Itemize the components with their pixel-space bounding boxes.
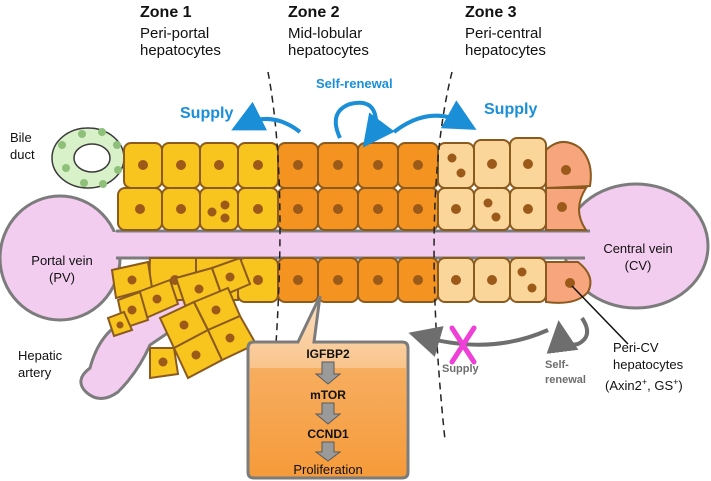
zone-2-title: Zone 2 bbox=[288, 4, 340, 21]
supply-right-label: Supply bbox=[484, 101, 537, 118]
pathway-proliferation: Proliferation bbox=[293, 462, 362, 477]
pathway-ccnd1: CCND1 bbox=[307, 427, 349, 441]
supply-left-arrow bbox=[231, 101, 302, 134]
cell-cluster-artery bbox=[106, 256, 258, 380]
self-renewal-bottom-label-1: Self- bbox=[545, 359, 569, 371]
zone-1-line1: Peri-portal bbox=[140, 25, 209, 42]
bile-duct-label-1: Bile bbox=[10, 130, 32, 145]
zone-2-header: Zone 2 Mid-lobular hepatocytes bbox=[288, 4, 369, 59]
zone-1-header: Zone 1 Peri-portal hepatocytes bbox=[140, 4, 221, 59]
pathway-arrow-2 bbox=[314, 402, 342, 425]
cell-row-middle bbox=[117, 187, 588, 231]
zone-1-line2: hepatocytes bbox=[140, 42, 221, 59]
blocked-supply-label: Supply bbox=[442, 363, 480, 375]
zone-3-line2: hepatocytes bbox=[465, 42, 546, 59]
pathway-arrow-3 bbox=[314, 441, 342, 462]
channel-fill bbox=[110, 232, 610, 257]
pathway-mtor: mTOR bbox=[310, 388, 346, 402]
zone-2-line1: Mid-lobular bbox=[288, 25, 362, 42]
cross-icon bbox=[449, 325, 477, 365]
signaling-callout: IGFBP2 mTOR CCND1 Proliferation bbox=[246, 295, 410, 480]
bile-duct bbox=[51, 127, 125, 189]
pathway-arrow-1 bbox=[314, 361, 342, 385]
zone-3-header: Zone 3 Peri-central hepatocytes bbox=[465, 4, 546, 59]
zone-3-line1: Peri-central bbox=[465, 25, 542, 42]
hepatic-artery-label-2: artery bbox=[18, 365, 52, 380]
zone-1-title: Zone 1 bbox=[140, 4, 192, 21]
pathway-igfbp2: IGFBP2 bbox=[306, 347, 350, 361]
self-renewal-bottom-arrow bbox=[546, 316, 590, 354]
cell-row-top bbox=[123, 137, 592, 190]
central-vein-label-1: Central vein bbox=[603, 241, 672, 256]
central-vein-label-2: (CV) bbox=[625, 258, 652, 273]
self-renewal-bottom-label-2: renewal bbox=[545, 374, 586, 386]
supply-right-arrow bbox=[392, 100, 477, 134]
blocked-supply-arrow bbox=[408, 326, 549, 357]
peri-cv-label-2: hepatocytes bbox=[613, 357, 684, 372]
peri-cv-pointer bbox=[571, 285, 629, 345]
bile-duct-label-2: duct bbox=[10, 147, 35, 162]
zone-3-title: Zone 3 bbox=[465, 4, 517, 21]
self-renewal-top-arrow bbox=[333, 100, 395, 148]
peri-cv-label-1: Peri-CV bbox=[613, 340, 659, 355]
supply-left-label: Supply bbox=[180, 105, 233, 122]
self-renewal-top-label: Self-renewal bbox=[316, 76, 393, 91]
peri-cv-label-3: (Axin2+, GS+) bbox=[605, 377, 683, 393]
portal-vein-label-1: Portal vein bbox=[31, 253, 92, 268]
hepatic-artery-label-1: Hepatic bbox=[18, 348, 63, 363]
portal-vein-label-2: (PV) bbox=[49, 270, 75, 285]
zone-2-line2: hepatocytes bbox=[288, 42, 369, 59]
